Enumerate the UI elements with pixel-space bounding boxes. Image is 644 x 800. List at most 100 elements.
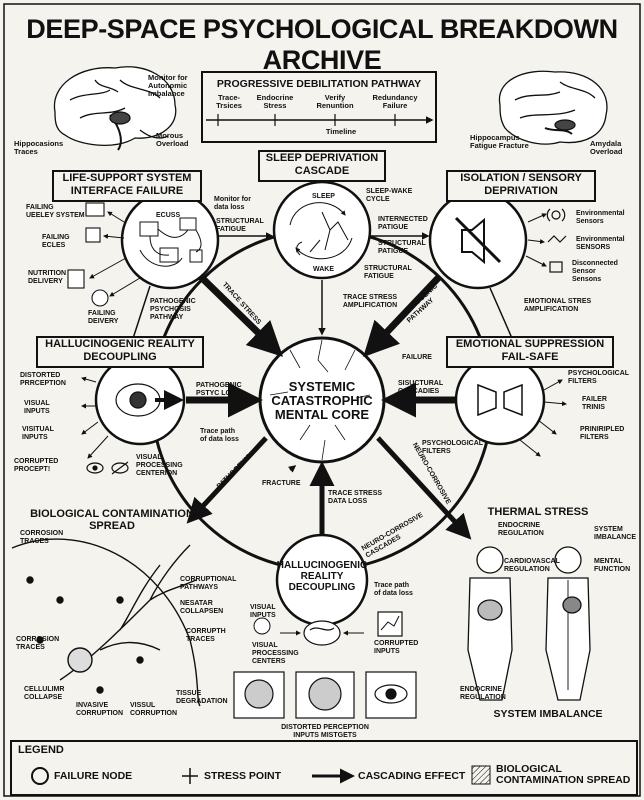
bio-visul: VISSUL CORRUPTION — [130, 702, 178, 717]
bio-title: BIOLOGICAL CONTAMINATION SPREAD — [30, 508, 194, 532]
emo-psych: PSYCHOLOGICAL FILTERS — [422, 440, 484, 455]
core-title: SYSTEMIC CATASTROPHIC MENTAL CORE — [271, 379, 373, 422]
core-failure: FAILURE — [402, 354, 432, 361]
therm-mental: MENTAL FUNCTION — [594, 558, 631, 573]
eye-small-icon — [253, 617, 271, 635]
bio-corr2: CORROSION TRACES — [16, 636, 60, 651]
therm-endo2: ENDOCRINE REGULATION — [460, 686, 506, 701]
legend-failure-node: FAILURE NODE — [54, 770, 133, 782]
device-icons — [67, 202, 109, 307]
ls-pathogenic: PATHOGENIC PSYCHOSIS PATHWAY — [150, 298, 196, 321]
human-body-icons — [467, 546, 591, 701]
therm-endo1: ENDOCRINE REGULATION — [498, 522, 544, 537]
halluc-distorted: DISTORTED PRRCEPTION — [20, 372, 66, 387]
bio-cellulimr: CELLULIMR COLLAPSE — [24, 686, 65, 701]
bio-corrupth: CORRUPTH TRACES — [186, 628, 226, 643]
emotional-title: EMOTIONAL SUPPRESSION FAIL-SAFE — [446, 336, 614, 368]
pathway-stage-2: Endocrine Stress — [256, 93, 294, 110]
bio-tissue: TISSUE DEGRADATION — [176, 690, 228, 705]
ls-structural: STRUCTURAL FATIGUE — [216, 218, 264, 233]
ls-ecles: FAILING ECLES — [42, 234, 70, 249]
eye-target-icon — [115, 383, 184, 417]
page-title: DEEP-SPACE PSYCHOLOGICAL BREAKDOWN ARCHI… — [26, 14, 618, 75]
halluc2-corrupted: CORRUPTED INPUTS — [374, 640, 419, 655]
ls-ecuss: ECUSS — [156, 212, 181, 219]
core-trace-data: TRACE STRESS DATA LOSS — [328, 490, 383, 505]
therm-cardio: CARDIOVASCAL REGULATION — [504, 558, 560, 573]
ls-ueeley: FAILING UEELEY SYSTEM — [26, 204, 85, 219]
brain-left-monitor: Monitor for Autonomic Imbalance — [148, 73, 188, 98]
legend: LEGEND FAILURE NODE STRESS POINT CASCADI… — [10, 740, 638, 796]
emo-psych2: PSYCHOLOGICAL FILTERS — [568, 370, 630, 385]
life-support-node — [120, 190, 220, 290]
brain-right-icon — [498, 70, 608, 145]
legend-stress-point: STRESS POINT — [204, 770, 282, 782]
halluc-vpc: VISUAL PROCESSING CENTERION — [136, 454, 183, 477]
neural-corrosion-graphic — [11, 538, 201, 707]
emo-sisu: SISUCTURAL CASCADIES — [398, 380, 444, 395]
speaker-muted-icon — [454, 216, 502, 265]
small-brain-icon — [303, 620, 341, 646]
pathway-title: PROGRESSIVE DEBILITATION PATHWAY — [216, 78, 422, 90]
brain-right-hippo: Hippocampus Fatigue Fracture — [470, 133, 529, 150]
legend-stress-icon — [182, 768, 198, 784]
emo-failer: FAILER TRINIS — [582, 396, 607, 411]
iso-env1: Environmental Sensors — [576, 210, 625, 225]
iso-disc: Disconnected Sensor Sensons — [572, 260, 618, 283]
brain-left-hippo: Hippocasions Traces — [14, 139, 64, 156]
brain-left-morous: Morous Overload — [156, 131, 189, 148]
crack-lines — [269, 339, 371, 461]
sleep-cycle-icon — [289, 202, 353, 260]
brain-right-amydala: Amydala Overload — [590, 139, 623, 156]
halluc2-distorted: DISTORTED PERCEPTION INPUTS MISTGETS — [281, 724, 369, 739]
sleep-structural: STRUCTURAL PATIGUE — [378, 240, 426, 255]
halluc-pp: PATHOGENIC PSTYC LOSS — [196, 382, 242, 397]
sleep-cycle: SLEEP-WAKE CYCLE — [366, 188, 413, 203]
bio-corr1: CORROSION TRACES — [20, 530, 64, 545]
emotional-node — [454, 354, 546, 446]
sleep-label: SLEEP — [312, 193, 335, 200]
pathway-stage-4: Redundancy Failure — [372, 93, 418, 110]
legend-title: LEGEND — [18, 744, 64, 756]
halluc-visitual: VISITUAL INPUTS — [22, 426, 54, 441]
cascade-arrows — [126, 232, 520, 540]
iso-emo-amp: EMOTIONAL STRES AMPLIFICATION — [524, 298, 592, 313]
sleep-structural2: STRUCTURAL FATIGUE — [364, 265, 412, 280]
eye-icons — [86, 461, 129, 475]
therm-sys: SYSTEM IMBALANCE — [594, 526, 636, 541]
isolation-title: ISOLATION / SENSORY DEPRIVATION — [446, 170, 596, 202]
halluc-trace-path: Trace path of data loss — [200, 428, 239, 443]
legend-node-icon — [31, 767, 49, 785]
sensor-icons — [546, 208, 567, 273]
ls-deivery: FAILING DEIVERY — [88, 310, 119, 325]
halluc-title: HALLUCINOGENIC REALITY DECOUPLING — [36, 336, 204, 368]
core-fracture: FRACTURE — [262, 480, 301, 487]
thermal-title: THERMAL STRESS — [487, 506, 589, 518]
halluc2-title: HALLUCINOGENIC REALITY DECOUPLING — [276, 560, 368, 593]
legend-bio: BIOLOGICAL CONTAMINATION SPREAD — [496, 763, 631, 786]
iso-env2: Environmental SENSORS — [576, 236, 625, 251]
halluc-visual: VISUAL INPUTS — [24, 400, 50, 415]
emo-prin: PRINIRIPLED FILTERS — [580, 426, 625, 441]
bio-corrupt-path: CORRUPTIONAL PATHWAYS — [180, 576, 237, 591]
bio-nesatar: NESATAR COLLAPSEN — [180, 600, 224, 615]
sleep-node — [272, 180, 372, 280]
halluc2-trace: Trace path of data loss — [374, 582, 413, 597]
portrait-panels — [233, 671, 417, 719]
chart-screen-icon — [377, 611, 403, 637]
halluc2-visual: VISUAL INPUTS — [250, 604, 276, 619]
wake-label: WAKE — [313, 266, 334, 273]
bio-invasive: INVASIVE CORRUPTION — [76, 702, 124, 717]
brain-left-icon — [53, 66, 177, 151]
pathway-stage-1: Trace- Trsices — [216, 93, 242, 110]
halluc-corrupted: CORRUPTED PROCEPT! — [14, 458, 59, 473]
ls-monitor: Monitor for data loss — [214, 196, 251, 211]
pathway-stage-3: Verify Renuntion — [316, 93, 354, 110]
therm-bottom: SYSTEM IMBALANCE — [493, 708, 603, 720]
legend-hatch-icon — [471, 765, 491, 785]
pathway-timeline: Timeline — [325, 127, 357, 136]
life-support-title: LIFE-SUPPORT SYSTEM INTERFACE FAILURE — [52, 170, 202, 202]
sleep-title: SLEEP DEPRIVATION CASCADE — [258, 150, 386, 182]
